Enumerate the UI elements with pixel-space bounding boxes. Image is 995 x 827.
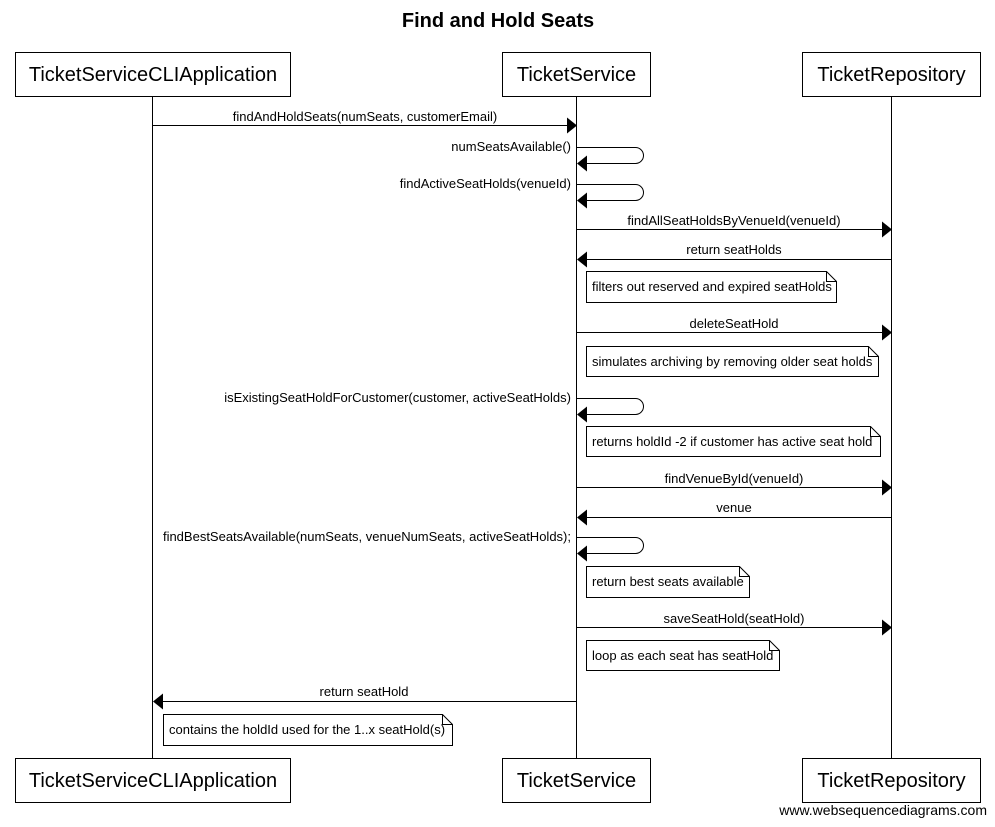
note-text: filters out reserved and expired seatHol… bbox=[592, 279, 832, 294]
participant-ticketrepository-bottom: TicketRepository bbox=[802, 758, 981, 803]
message-label: venue bbox=[716, 500, 751, 515]
arrowhead bbox=[577, 155, 587, 172]
note-corner-fold bbox=[826, 271, 837, 282]
message-label: return seatHold bbox=[320, 684, 409, 699]
self-message-loop bbox=[576, 147, 644, 164]
note-return-best-seats: return best seats available bbox=[586, 566, 750, 598]
arrowhead bbox=[577, 545, 587, 562]
arrowhead bbox=[577, 251, 587, 268]
note-text: loop as each seat has seatHold bbox=[592, 648, 773, 663]
arrowhead bbox=[577, 509, 587, 526]
message-return-seat-holds: return seatHolds bbox=[577, 242, 892, 268]
note-box bbox=[586, 426, 881, 457]
watermark-text: www.websequencediagrams.com bbox=[778, 802, 987, 818]
arrowhead bbox=[882, 324, 892, 341]
message-num-seats-available: numSeatsAvailable() bbox=[451, 139, 644, 172]
message-find-all-seat-holds-by-venue-id: findAllSeatHoldsByVenueId(venueId) bbox=[576, 213, 892, 238]
message-delete-seat-hold: deleteSeatHold bbox=[576, 316, 892, 341]
message-venue: venue bbox=[577, 500, 892, 526]
note-box bbox=[586, 566, 750, 598]
participant-label: TicketRepository bbox=[817, 770, 965, 792]
message-find-and-hold-seats: findAndHoldSeats(numSeats, customerEmail… bbox=[152, 109, 577, 134]
note-returns-hold-id: returns holdId -2 if customer has active… bbox=[586, 426, 881, 457]
participant-label: TicketService bbox=[517, 770, 636, 792]
arrowhead bbox=[577, 406, 587, 423]
note-filters-seat-holds: filters out reserved and expired seatHol… bbox=[586, 271, 837, 303]
note-box bbox=[586, 271, 837, 303]
participant-ticketservicecliapplication-bottom: TicketServiceCLIApplication bbox=[15, 758, 291, 803]
message-label: saveSeatHold(seatHold) bbox=[664, 611, 805, 626]
message-find-venue-by-id: findVenueById(venueId) bbox=[576, 471, 892, 496]
participant-box bbox=[15, 758, 291, 803]
message-return-seat-hold: return seatHold bbox=[153, 684, 577, 710]
participant-label: TicketServiceCLIApplication bbox=[29, 770, 277, 792]
note-contains-hold-id: contains the holdId used for the 1..x se… bbox=[163, 714, 453, 746]
note-simulates-archiving: simulates archiving by removing older se… bbox=[586, 346, 879, 377]
message-label: findVenueById(venueId) bbox=[665, 471, 804, 486]
message-label: findActiveSeatHolds(venueId) bbox=[400, 176, 571, 191]
note-corner-fold bbox=[739, 566, 750, 577]
participant-ticketservice-bottom: TicketService bbox=[502, 758, 651, 803]
diagram-title: Find and Hold Seats bbox=[402, 10, 594, 32]
note-box bbox=[163, 714, 453, 746]
participant-box bbox=[15, 52, 291, 97]
self-message-loop bbox=[576, 184, 644, 201]
note-text: contains the holdId used for the 1..x se… bbox=[169, 722, 445, 737]
arrowhead bbox=[153, 693, 163, 710]
message-label: findBestSeatsAvailable(numSeats, venueNu… bbox=[163, 529, 571, 544]
note-text: return best seats available bbox=[592, 574, 744, 589]
note-corner-fold bbox=[442, 714, 453, 725]
note-corner-fold bbox=[769, 640, 780, 651]
note-box bbox=[586, 640, 780, 671]
participant-ticketservice-top: TicketService bbox=[502, 52, 651, 97]
note-text: simulates archiving by removing older se… bbox=[592, 354, 873, 369]
message-label: numSeatsAvailable() bbox=[451, 139, 571, 154]
message-is-existing-seat-hold-for-customer: isExistingSeatHoldForCustomer(customer, … bbox=[224, 390, 644, 423]
arrowhead bbox=[577, 192, 587, 209]
note-corner-fold bbox=[868, 346, 879, 357]
participant-box bbox=[802, 758, 981, 803]
message-label: deleteSeatHold bbox=[690, 316, 779, 331]
note-loop-each-seat: loop as each seat has seatHold bbox=[586, 640, 780, 671]
self-message-loop bbox=[576, 537, 644, 554]
message-label: findAllSeatHoldsByVenueId(venueId) bbox=[627, 213, 840, 228]
participant-box bbox=[502, 52, 651, 97]
arrowhead bbox=[567, 117, 577, 134]
message-label: findAndHoldSeats(numSeats, customerEmail… bbox=[233, 109, 497, 124]
message-save-seat-hold: saveSeatHold(seatHold) bbox=[576, 611, 892, 636]
participant-ticketservicecliapplication-top: TicketServiceCLIApplication bbox=[15, 52, 291, 97]
participant-box bbox=[802, 52, 981, 97]
message-label: isExistingSeatHoldForCustomer(customer, … bbox=[224, 390, 571, 405]
note-text: returns holdId -2 if customer has active… bbox=[592, 434, 872, 449]
message-label: return seatHolds bbox=[686, 242, 782, 257]
participant-label: TicketServiceCLIApplication bbox=[29, 64, 277, 86]
participant-ticketrepository-top: TicketRepository bbox=[802, 52, 981, 97]
self-message-loop bbox=[576, 398, 644, 415]
participant-label: TicketService bbox=[517, 64, 636, 86]
note-corner-fold bbox=[870, 426, 881, 437]
arrowhead bbox=[882, 221, 892, 238]
note-box bbox=[586, 346, 879, 377]
arrowhead bbox=[882, 479, 892, 496]
arrowhead bbox=[882, 619, 892, 636]
message-find-best-seats-available: findBestSeatsAvailable(numSeats, venueNu… bbox=[163, 529, 644, 562]
participant-box bbox=[502, 758, 651, 803]
lifelines bbox=[152, 96, 892, 758]
participant-label: TicketRepository bbox=[817, 64, 965, 86]
message-find-active-seat-holds: findActiveSeatHolds(venueId) bbox=[400, 176, 644, 209]
